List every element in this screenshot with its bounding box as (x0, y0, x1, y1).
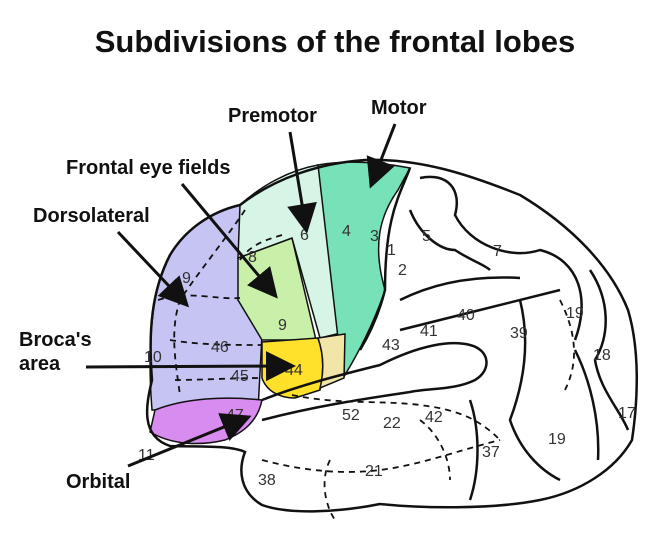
motor-label: Motor (371, 97, 427, 119)
orbital-arrow (127, 413, 252, 468)
area-number: 2 (398, 262, 407, 279)
area-numbers: 6 4 3 1 2 5 7 8 9 9 10 46 45 44 47 11 40… (138, 223, 636, 489)
area-number: 46 (211, 339, 229, 356)
brocas-area-arrow (85, 351, 296, 382)
area-number: 17 (618, 405, 636, 422)
area-number: 9 (278, 317, 287, 334)
area-number: 3 (370, 228, 379, 245)
area-number: 8 (248, 249, 257, 266)
area-number: 19 (566, 305, 584, 322)
orbital-label: Orbital (66, 471, 131, 493)
page-title: Subdivisions of the frontal lobes (94, 24, 576, 59)
area-number: 52 (342, 407, 360, 424)
dorsolateral-arrow (116, 230, 190, 308)
area-number: 45 (231, 368, 249, 385)
area-number: 19 (548, 431, 566, 448)
area-number: 40 (457, 307, 475, 324)
area-number: 18 (593, 347, 611, 364)
area-number: 1 (387, 242, 396, 259)
area-number: 41 (420, 323, 438, 340)
area-number: 5 (422, 228, 431, 245)
frontal-eye-fields-label: Frontal eye fields (66, 157, 231, 179)
frontal-eye-fields-arrow (180, 183, 278, 299)
area-number: 22 (383, 415, 401, 432)
area-number: 39 (510, 325, 528, 342)
area-number: 43 (382, 337, 400, 354)
brain-outline (145, 158, 638, 513)
area-number: 7 (493, 243, 502, 260)
callout-arrows (85, 123, 397, 468)
area-number: 21 (365, 463, 383, 480)
area-number: 10 (144, 349, 162, 366)
premotor-arrow (287, 131, 317, 234)
area-number: 42 (425, 409, 443, 426)
area-number: 9 (182, 270, 191, 287)
motor-arrow (366, 123, 397, 189)
dorsolateral-label: Dorsolateral (33, 205, 150, 227)
premotor-label: Premotor (228, 105, 317, 127)
area-number: 6 (300, 227, 309, 244)
area-number: 4 (342, 223, 351, 240)
brocas-area-label: Broca's area (19, 329, 92, 375)
area-number: 38 (258, 472, 276, 489)
area-number: 37 (482, 444, 500, 461)
